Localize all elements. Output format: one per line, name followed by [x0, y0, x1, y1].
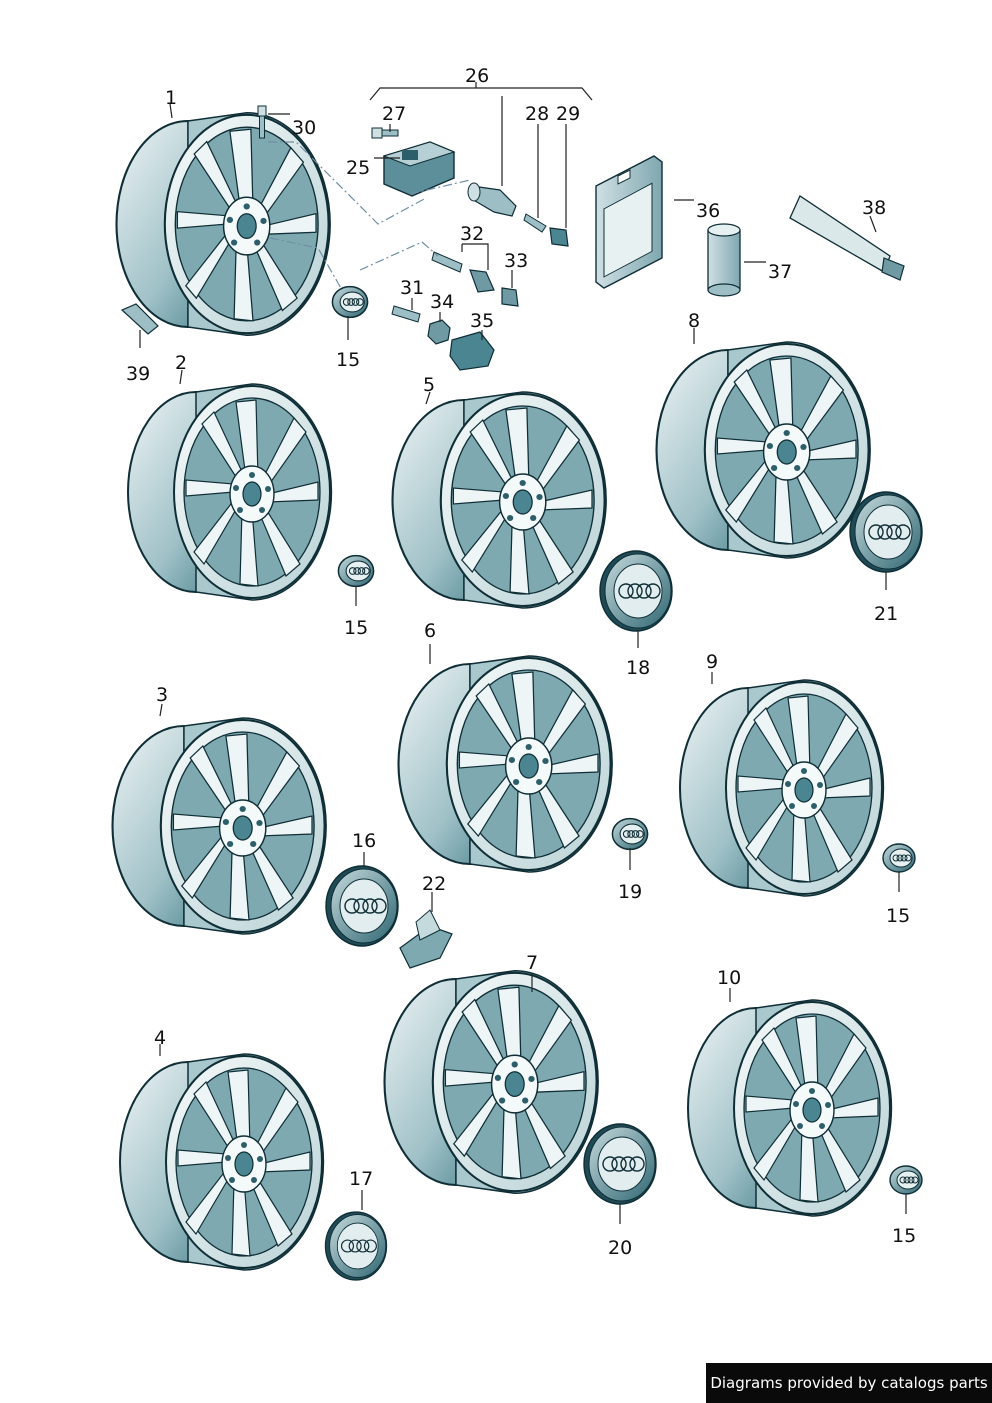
label-16: 16: [352, 830, 376, 852]
label-32: 32: [460, 223, 484, 245]
bolt-32: [431, 251, 495, 293]
center-cap-17: [324, 1211, 388, 1281]
wheel-7: [383, 969, 600, 1195]
center-cap-19: [611, 817, 649, 851]
valve-bolt-30: [257, 105, 267, 139]
wheel-2: [127, 383, 333, 601]
leader-lines: [139, 82, 907, 1224]
label-4: 4: [154, 1027, 166, 1049]
wheel-6: [397, 654, 614, 874]
adapter-35: [449, 331, 495, 371]
valve-26: [467, 182, 517, 217]
label-10: 10: [717, 967, 741, 989]
label-15-d: 15: [892, 1225, 916, 1247]
label-2: 2: [175, 352, 187, 374]
wheel-1: [115, 111, 332, 337]
wheel-5: [391, 390, 608, 610]
label-26: 26: [465, 65, 489, 87]
label-1: 1: [165, 87, 177, 109]
repair-kit-36: [595, 155, 663, 289]
center-cap-18: [599, 550, 673, 632]
wheel-8: [655, 340, 872, 560]
label-30: 30: [292, 117, 316, 139]
can-37: [707, 223, 741, 297]
label-35: 35: [470, 310, 494, 332]
balance-weight-39: [120, 303, 159, 335]
paste-tube-38: [789, 195, 905, 281]
valve-core-28: [523, 213, 547, 233]
label-22: 22: [422, 873, 446, 895]
tpms-sensor-25: [382, 141, 456, 197]
label-18: 18: [626, 657, 650, 679]
label-34: 34: [430, 291, 454, 313]
center-cap-15-c: [882, 843, 916, 873]
center-cap-15-b: [337, 554, 375, 588]
valve-cap-29: [549, 227, 569, 247]
label-39: 39: [126, 363, 150, 385]
clip-22: [399, 909, 453, 969]
label-15-a: 15: [336, 349, 360, 371]
label-33: 33: [504, 250, 528, 272]
label-6: 6: [424, 620, 436, 642]
label-7: 7: [526, 952, 538, 974]
label-38: 38: [862, 197, 886, 219]
label-15-b: 15: [344, 617, 368, 639]
part-labels: 1 26 27 28 29 30 25 36 38 32 33 37 31 34…: [126, 65, 916, 1259]
label-21: 21: [874, 603, 898, 625]
center-cap-21: [849, 491, 923, 573]
label-36: 36: [696, 200, 720, 222]
label-29: 29: [556, 103, 580, 125]
footer-credit: Diagrams provided by catalogs parts: [706, 1363, 992, 1403]
cap-33: [501, 287, 519, 307]
label-25: 25: [346, 157, 370, 179]
label-9: 9: [706, 651, 718, 673]
wheel-4: [119, 1053, 325, 1271]
label-20: 20: [608, 1237, 632, 1259]
center-cap-15-a: [331, 285, 369, 319]
center-cap-16: [325, 865, 399, 947]
wheel-9: [679, 679, 885, 897]
label-3: 3: [156, 684, 168, 706]
label-5: 5: [423, 374, 435, 396]
label-37: 37: [768, 261, 792, 283]
center-cap-20: [583, 1123, 657, 1205]
label-31: 31: [400, 277, 424, 299]
wheel-3: [111, 716, 328, 936]
label-8: 8: [688, 310, 700, 332]
bolt-31: [391, 305, 421, 323]
nut-34: [427, 319, 451, 345]
label-28: 28: [525, 103, 549, 125]
label-17: 17: [349, 1168, 373, 1190]
screw-27: [371, 127, 399, 139]
label-19: 19: [618, 881, 642, 903]
wheel-10: [687, 999, 893, 1217]
center-cap-15-d: [889, 1165, 923, 1195]
label-15-c: 15: [886, 905, 910, 927]
label-27: 27: [382, 103, 406, 125]
